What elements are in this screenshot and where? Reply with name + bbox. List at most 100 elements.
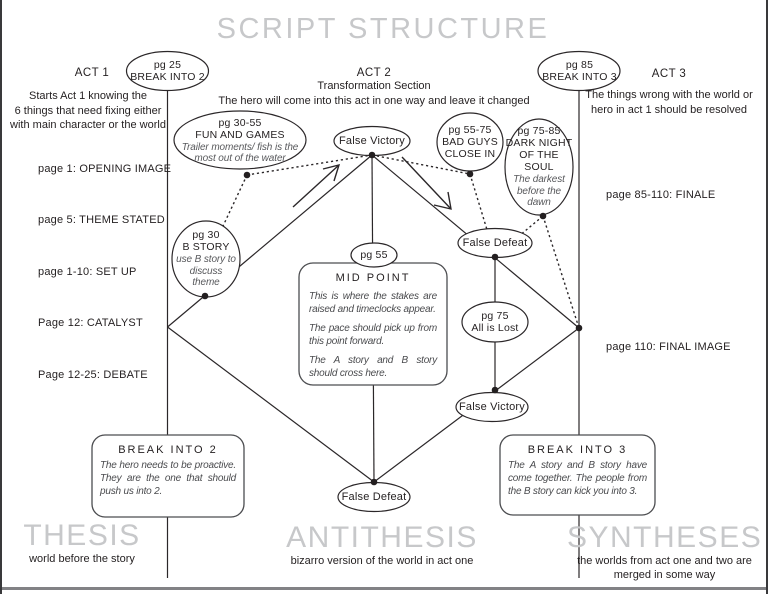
node-all-is-lost: pg 75 All is Lost	[462, 302, 528, 342]
false-defeat-bottom-label: False Defeat	[341, 491, 407, 503]
node-break-into-3: pg 85 BREAK INTO 3	[538, 51, 621, 91]
break-into-3-label: BREAK INTO 3	[542, 71, 617, 83]
break-into-2-box-title: BREAK INTO 2	[118, 444, 218, 456]
node-false-defeat-bottom: False Defeat	[338, 483, 410, 511]
midpoint-paragraph-1: This is where the stakes are raised and …	[309, 291, 437, 315]
down-arrow-head-icon	[433, 191, 452, 210]
b-story-page: pg 30	[192, 229, 220, 242]
dot-false-victory-top	[368, 151, 376, 159]
act2-label: ACT 2	[356, 67, 392, 79]
break-into-2-box	[91, 434, 245, 518]
dark-night-page: pg 75-85	[517, 125, 561, 138]
midpoint-title: MID POINT	[335, 272, 411, 284]
false-victory-bottom-ellipse	[455, 391, 529, 423]
node-break-into-2: pg 25 BREAK INTO 2	[126, 51, 209, 91]
break-into-3-ellipse	[537, 50, 621, 92]
all-is-lost-label: All is Lost	[471, 322, 519, 334]
beat-opening-image: page 1: OPENING IMAGE	[38, 163, 172, 175]
fun-and-games-note: Trailer moments/ fish is the most out of…	[181, 141, 299, 165]
dot-false-defeat-bottom	[370, 478, 378, 486]
thesis-caption: world before the story	[29, 553, 135, 565]
break-into-2-page: pg 25	[153, 59, 182, 71]
dot-right-vertex	[575, 324, 583, 332]
node-bad-guys-close-in: pg 55-75 BAD GUYS CLOSE IN	[437, 113, 503, 171]
act3-description-line1: The things wrong with the world or	[585, 89, 753, 101]
dark-night-label: DARK NIGHT OF THE SOUL	[505, 137, 573, 174]
beat-set-up: page 1-10: SET UP	[38, 266, 137, 278]
break-into-3-box-body: The A story and B story have come togeth…	[508, 460, 647, 497]
break-into-3-callout: BREAK INTO 3 The A story and B story hav…	[500, 444, 655, 498]
break-into-2-label: BREAK INTO 2	[130, 71, 205, 83]
break-into-2-ellipse	[125, 50, 210, 92]
dark-night-ellipse	[504, 118, 574, 216]
dotted-dark-night-to-right-vertex	[542, 215, 580, 329]
beat-theme-stated: page 5: THEME STATED	[38, 214, 165, 226]
break-into-2-callout: BREAK INTO 2 The hero needs to be proact…	[92, 444, 244, 498]
act1-description: Starts Act 1 knowing the 6 things that n…	[2, 89, 174, 133]
b-story-note: use B story to discuss theme	[176, 254, 236, 289]
up-arrow-shaft	[292, 164, 340, 208]
break-into-3-page: pg 85	[565, 59, 594, 71]
up-arrow-head-icon	[322, 164, 341, 182]
act1-description-line3: with main character or the world	[10, 119, 166, 131]
dotted-fun-games-to-false-victory	[246, 154, 373, 176]
act3-header: ACT 3 The things wrong with the world or…	[580, 68, 758, 117]
break-into-2-box-body: The hero needs to be proactive. They are…	[100, 460, 236, 497]
break-into-3-box	[499, 434, 656, 516]
false-defeat-mid-label: False Defeat	[462, 237, 528, 249]
syntheses-caption: the worlds from act one and two are merg…	[577, 555, 752, 581]
bad-guys-label: BAD GUYS CLOSE IN	[442, 136, 498, 160]
node-dark-night-of-the-soul: pg 75-85 DARK NIGHT OF THE SOUL The dark…	[505, 119, 573, 215]
dot-fun-and-games	[243, 171, 251, 179]
act2-subtitle: Transformation Section	[317, 80, 431, 92]
act2-header: ACT 2 Transformation Section The hero wi…	[204, 67, 544, 108]
syntheses-heading: SYNTHESES	[567, 521, 763, 554]
node-pg-55: pg 55	[351, 243, 397, 267]
dark-night-note: The darkest before the dawn	[513, 174, 565, 209]
dot-b-story	[201, 292, 209, 300]
act1-description-line2: 6 things that need fixing either	[14, 104, 162, 117]
midpoint-paragraph-2: The pace should pick up from this point …	[309, 323, 437, 347]
act3-label: ACT 3	[651, 68, 687, 80]
page-title: SCRIPT STRUCTURE	[216, 13, 550, 45]
pg-55-ellipse	[350, 242, 398, 268]
all-is-lost-ellipse	[461, 301, 529, 343]
act2-description: The hero will come into this act in one …	[218, 94, 530, 107]
down-arrow-shaft	[401, 156, 452, 210]
midpoint-callout: MID POINT This is where the stakes are r…	[299, 266, 447, 380]
beat-finale: page 85-110: FINALE	[606, 189, 716, 201]
node-false-defeat-mid: False Defeat	[458, 229, 532, 257]
slide-bottom-edge	[2, 587, 766, 590]
edge-left-to-false-defeat-bottom	[167, 326, 375, 483]
false-victory-top-label: False Victory	[339, 135, 405, 147]
fun-and-games-page: pg 30-55	[218, 116, 262, 129]
thesis-group: THESIS world before the story	[2, 521, 162, 567]
pg-55-label: pg 55	[360, 249, 388, 261]
syntheses-group: SYNTHESES the worlds from act one and tw…	[567, 523, 762, 582]
beat-catalyst: Page 12: CATALYST	[38, 317, 143, 329]
dot-dark-night	[539, 212, 547, 220]
node-b-story: pg 30 B STORY use B story to discuss the…	[172, 221, 240, 297]
node-false-victory-top: False Victory	[334, 127, 410, 155]
midpoint-paragraph-3: The A story and B story should cross her…	[309, 355, 437, 379]
bad-guys-page: pg 55-75	[448, 124, 492, 136]
fun-and-games-label: FUN AND GAMES	[195, 128, 285, 141]
edge-left-to-false-victory	[167, 154, 373, 328]
dot-bad-guys	[466, 170, 474, 178]
act1-label: ACT 1	[74, 67, 110, 79]
dot-false-victory-bottom	[491, 386, 499, 394]
false-victory-bottom-label: False Victory	[459, 401, 525, 413]
dotted-false-victory-to-bad-guys	[371, 154, 471, 175]
fun-and-games-ellipse	[173, 110, 307, 170]
act1-description-line1: Starts Act 1 knowing the	[28, 90, 147, 102]
beat-final-image: page 110: FINAL IMAGE	[606, 341, 731, 353]
node-fun-and-games: pg 30-55 FUN AND GAMES Trailer moments/ …	[174, 112, 306, 169]
antithesis-heading: ANTITHESIS	[286, 521, 478, 554]
dot-false-defeat-mid	[491, 253, 499, 261]
thesis-heading: THESIS	[23, 519, 141, 552]
break-into-3-box-title: BREAK INTO 3	[527, 444, 628, 456]
act3-description-line2: hero in act 1 should be resolved	[591, 103, 747, 116]
antithesis-caption: bizarro version of the world in act one	[290, 555, 474, 567]
